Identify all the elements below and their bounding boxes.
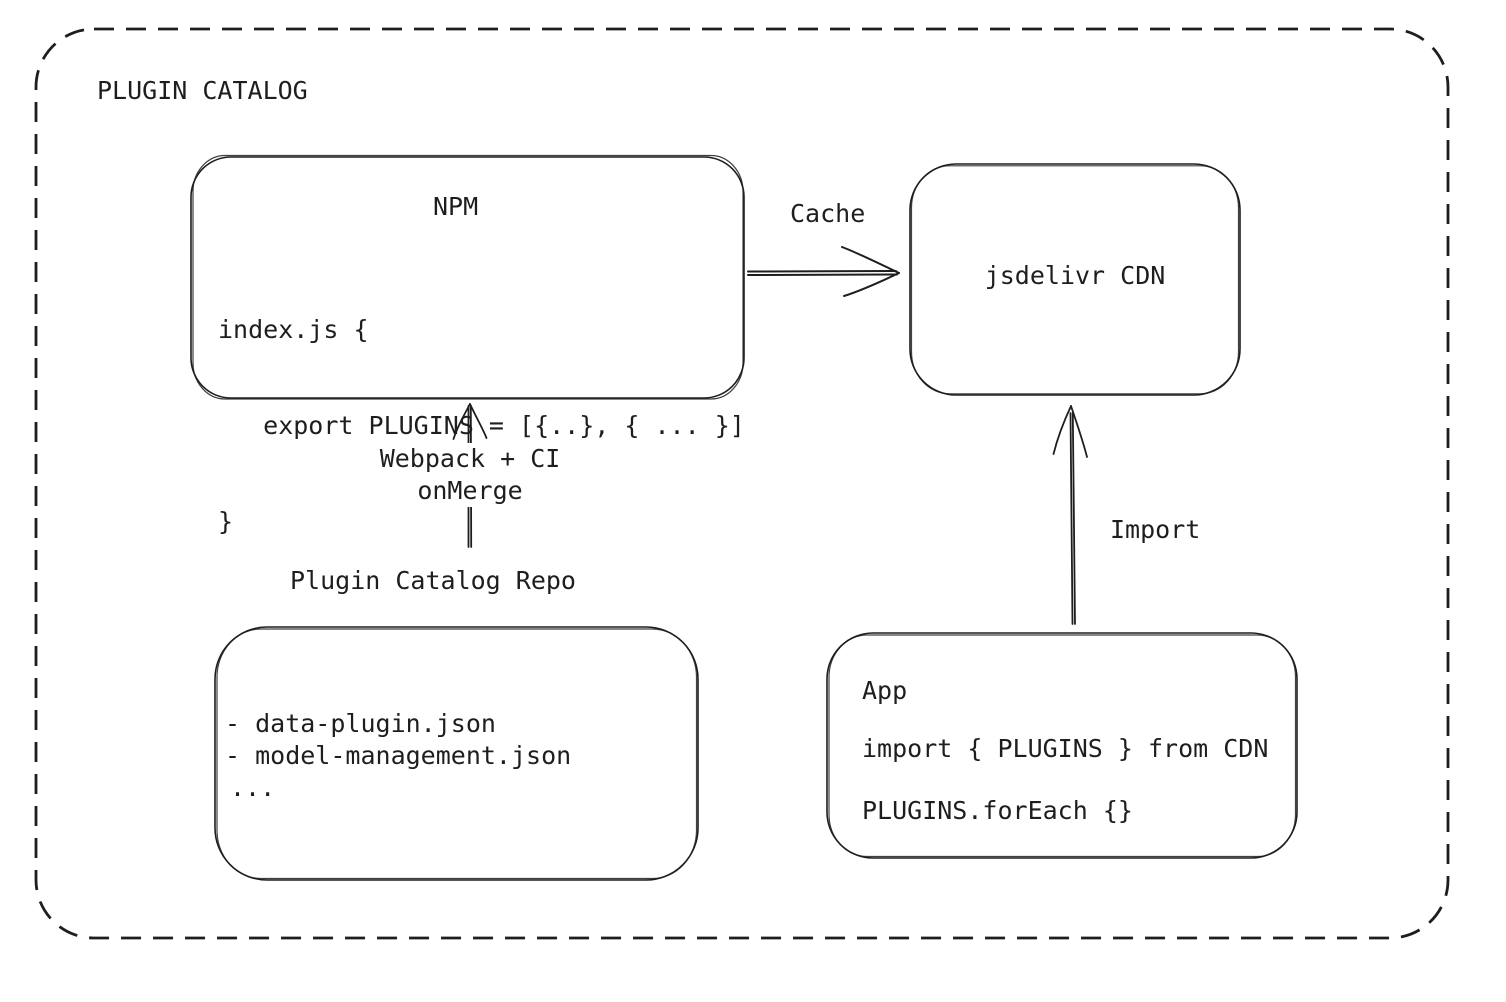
- npm-node-title: NPM: [433, 192, 479, 221]
- cache-edge-label: Cache: [790, 199, 866, 228]
- app-code-line: import { PLUGINS } from CDN: [862, 734, 1269, 763]
- npm-node-code: index.js { export PLUGINS = [{..}, { ...…: [218, 250, 745, 602]
- repo-node-box: [214, 626, 699, 881]
- catalog-dashed-border: [34, 27, 1450, 940]
- npm-node-box: [190, 154, 745, 400]
- import-edge-label: Import: [1110, 515, 1201, 544]
- npm-code-line: index.js {: [218, 315, 369, 344]
- diagram-title: PLUGIN CATALOG: [97, 76, 308, 105]
- app-node-box: [826, 632, 1298, 859]
- import-arrow: [1052, 405, 1088, 625]
- repo-file-item-ellipsis: ...: [230, 773, 276, 802]
- cdn-node-label: jsdelivr CDN: [984, 261, 1166, 290]
- repo-node-label: Plugin Catalog Repo: [290, 566, 576, 595]
- cdn-node-box: [909, 163, 1241, 396]
- build-edge-label-line1: Webpack + CI: [350, 443, 590, 475]
- app-node-title: App: [862, 676, 908, 705]
- app-code-line: PLUGINS.forEach {}: [862, 796, 1133, 825]
- repo-file-item: - data-plugin.json: [225, 709, 496, 738]
- cache-arrow: [747, 246, 900, 297]
- npm-code-line: export PLUGINS = [{..}, { ... }]: [218, 411, 745, 440]
- build-edge-label-line2: onMerge: [350, 475, 590, 507]
- npm-code-line: }: [218, 507, 234, 536]
- repo-file-item: - model-management.json: [225, 741, 572, 770]
